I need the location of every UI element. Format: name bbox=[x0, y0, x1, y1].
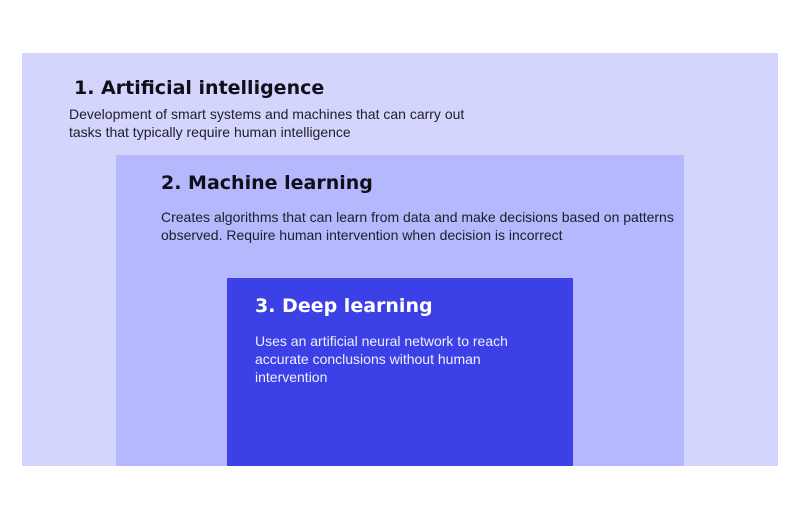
ai-description: Development of smart systems and machine… bbox=[69, 106, 465, 140]
ml-description: Creates algorithms that can learn from d… bbox=[161, 209, 674, 243]
dl-title: 3. Deep learning bbox=[255, 295, 433, 317]
deep-learning-box: 3. Deep learning Uses an artificial neur… bbox=[227, 278, 573, 466]
dl-description: Uses an artificial neural network to rea… bbox=[255, 333, 508, 385]
ml-title: 2. Machine learning bbox=[161, 172, 373, 194]
ai-title: 1. Artificial intelligence bbox=[74, 77, 325, 99]
